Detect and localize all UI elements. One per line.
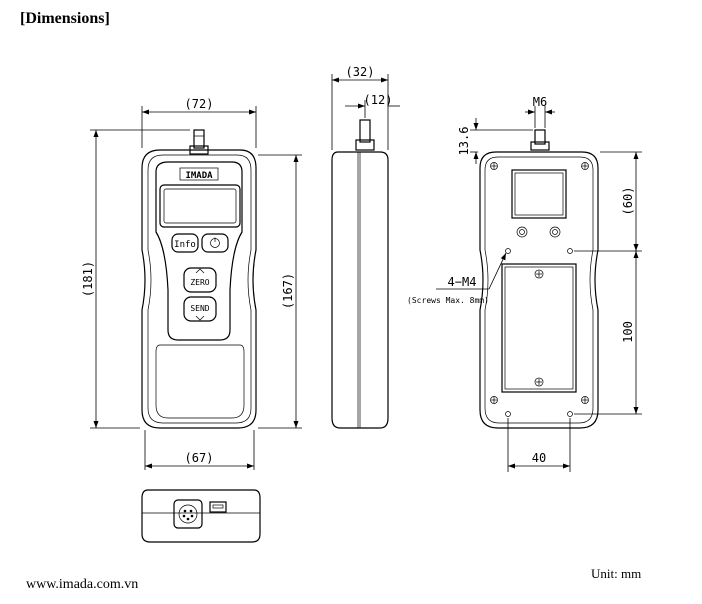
- send-button-label: SEND: [190, 304, 209, 313]
- round-connector-icon: [178, 504, 198, 524]
- side-offset-label: (12): [364, 93, 393, 107]
- unit-label: Unit: mm: [591, 566, 642, 581]
- bottom-view: [141, 489, 261, 543]
- upper-height-label: (60): [621, 187, 635, 216]
- usb-port-icon: [209, 501, 227, 513]
- info-button-label: Info: [174, 240, 196, 250]
- front-view: IMADA Info ZERO SEND (72) (67): [81, 97, 302, 470]
- hole-spacing-vertical-label: 100: [621, 321, 635, 343]
- front-height-body-label: (167): [281, 273, 295, 309]
- side-depth-label: (32): [346, 65, 375, 79]
- screw-spec-label: 4−M4: [448, 275, 477, 289]
- front-height-total-label: (181): [81, 261, 95, 297]
- back-view: M6 13.6 (60) 100 40 4−M4 (Screws Max. 8m…: [407, 95, 642, 472]
- thread-label: M6: [533, 95, 547, 109]
- hole-spacing-horizontal-label: 40: [532, 451, 546, 465]
- screw-note-label: (Screws Max. 8mm): [407, 296, 489, 305]
- shaft-height-label: 13.6: [457, 127, 471, 156]
- side-view: (32) (12): [331, 65, 400, 429]
- website-link[interactable]: www.imada.com.vn: [26, 577, 139, 592]
- brand-logo: IMADA: [185, 171, 213, 181]
- page-title: [Dimensions]: [20, 10, 110, 27]
- front-width-bottom-label: (67): [185, 451, 214, 465]
- zero-button-label: ZERO: [190, 278, 209, 287]
- front-width-top-label: (72): [185, 97, 214, 111]
